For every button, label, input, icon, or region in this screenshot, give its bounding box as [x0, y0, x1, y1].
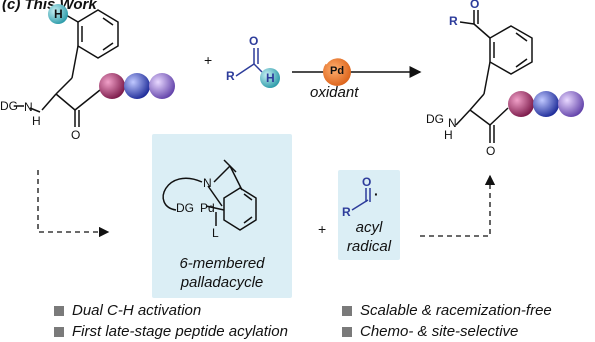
bullet-text: Scalable & racemization-free — [360, 302, 552, 319]
bullet-square-icon — [342, 326, 352, 337]
product-n-label: N — [448, 116, 457, 130]
aldehyde-r-label: R — [226, 69, 235, 83]
acyl-radical-dot: · — [374, 186, 379, 202]
aldehyde-hydrogen-ball — [260, 68, 280, 88]
product-o-label: O — [470, 0, 480, 11]
bead-red — [99, 73, 125, 99]
scheme-title: (c) This Work — [2, 0, 97, 13]
bead-blue — [124, 73, 150, 99]
acyl-radical-box — [338, 170, 400, 260]
bullet-item-4: Chemo- & site-selective — [342, 323, 518, 340]
bullet-item-1: Dual C-H activation — [54, 302, 201, 319]
product-bead-blue — [533, 91, 559, 117]
palladacycle-pd-label: Pd — [200, 201, 215, 215]
bead-purple — [149, 73, 175, 99]
highlighted-hydrogen-ball — [48, 4, 68, 24]
palladacycle-tether — [162, 177, 203, 211]
palladacycle-caption-line-1: 6-membered — [179, 255, 265, 272]
product-dg-label: DG — [426, 112, 444, 126]
plus-sign-2: + — [318, 221, 327, 237]
palladacycle-l-label: L — [212, 226, 219, 240]
palladacycle-dg-label: DG — [176, 201, 194, 215]
product-bead-purple — [558, 91, 584, 117]
acyl-radical-caption-line-2: radical — [346, 238, 392, 255]
substrate-h-amide-label: H — [32, 114, 41, 128]
acyl-radical-caption-line-1: acyl — [355, 219, 383, 236]
product-r-label: R — [449, 14, 458, 28]
acyl-radical-caption: acyl radical — [338, 218, 400, 256]
oxidant-label: oxidant — [310, 84, 359, 101]
palladacycle-caption: 6-membered palladacycle — [152, 254, 292, 292]
bullet-text: Chemo- & site-selective — [360, 323, 519, 340]
bullet-text: Dual C-H activation — [72, 302, 202, 319]
substrate-benzene-ring — [77, 9, 119, 59]
substrate-n-label: N — [24, 100, 33, 114]
bullet-square-icon — [54, 305, 64, 316]
palladacycle-box — [152, 134, 292, 298]
bullet-square-icon — [54, 326, 64, 337]
acyl-r-label: R — [342, 205, 351, 219]
palladacycle-caption-line-2: palladacycle — [180, 274, 264, 291]
pd-catalyst-ball — [323, 58, 351, 86]
bullet-item-2: First late-stage peptide acylation — [54, 323, 288, 340]
aldehyde-h-label: H — [266, 71, 275, 85]
bullet-square-icon — [342, 305, 352, 316]
product-benzene-ring — [489, 25, 533, 75]
bullet-item-3: Scalable & racemization-free — [342, 302, 552, 319]
product-h-label: H — [444, 128, 453, 142]
palladacycle-benzene-ring — [223, 187, 257, 231]
plus-sign-1: + — [204, 52, 213, 68]
product-carbonyl-o-label: O — [486, 144, 496, 158]
palladacycle-n-label: N — [203, 176, 212, 190]
bullet-text: First late-stage peptide acylation — [72, 323, 288, 340]
aldehyde-o-label: O — [249, 34, 259, 48]
substrate-h-label: H — [54, 7, 63, 21]
substrate-carbonyl-o-label: O — [71, 128, 81, 142]
acyl-o-label: O — [362, 175, 372, 189]
product-bead-red — [508, 91, 534, 117]
pd-label: Pd — [330, 65, 345, 77]
substrate-dg-label: DG — [0, 99, 18, 113]
